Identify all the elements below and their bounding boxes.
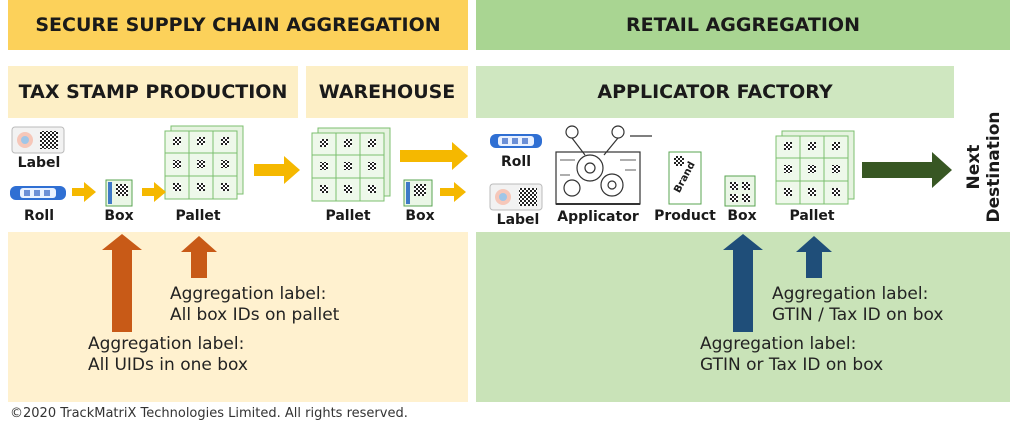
label-item-label: Label	[17, 155, 61, 171]
arrow-right-icon	[142, 182, 166, 202]
box-item-label: Box	[104, 208, 134, 224]
next-destination-arrow-icon	[862, 152, 952, 188]
arrow-right-icon	[400, 142, 468, 170]
roll-item-label: Roll	[24, 208, 54, 224]
retail-aggregation-header: RETAIL AGGREGATION	[476, 0, 1010, 50]
up-arrow-icon	[723, 234, 763, 332]
label-icon	[489, 183, 543, 211]
product-icon	[668, 151, 702, 205]
box-icon	[105, 179, 133, 207]
tax-stamp-production-header: TAX STAMP PRODUCTION	[8, 66, 298, 118]
arrow-right-icon	[254, 156, 300, 184]
pallet-icon	[311, 127, 391, 202]
flow-arrows-yellow	[72, 142, 468, 202]
pallet-icon	[775, 130, 855, 205]
aggregation-note-gtin-or: Aggregation label: GTIN or Tax ID on box	[700, 334, 883, 376]
aggregation-note-pallet: Aggregation label: All box IDs on pallet	[170, 284, 339, 326]
product-item-label: Product	[654, 208, 716, 224]
copyright-notice: ©2020 TrackMatriX Technologies Limited. …	[10, 406, 408, 421]
up-arrow-icon	[796, 236, 832, 278]
roll-item-label: Roll	[501, 154, 531, 170]
note-title: Aggregation label:	[88, 334, 245, 354]
roll-icon	[10, 186, 66, 200]
warehouse-header: WAREHOUSE	[306, 66, 468, 118]
applicator-machine-icon	[555, 125, 652, 205]
secure-aggregation-panel	[8, 232, 468, 402]
note-title: Aggregation label:	[772, 284, 929, 304]
arrow-right-icon	[440, 182, 466, 202]
box-icon	[403, 179, 433, 207]
box-item-label: Box	[405, 208, 435, 224]
applicator-factory-header: APPLICATOR FACTORY	[476, 66, 954, 118]
label-icon	[11, 126, 65, 154]
note-detail: All UIDs in one box	[88, 355, 248, 375]
note-detail: All box IDs on pallet	[170, 305, 340, 325]
secure-aggregation-header: SECURE SUPPLY CHAIN AGGREGATION	[8, 0, 468, 50]
aggregation-note-box-uids: Aggregation label: All UIDs in one box	[88, 334, 248, 376]
note-title: Aggregation label:	[700, 334, 857, 354]
up-arrow-icon	[102, 234, 142, 332]
roll-icon	[490, 134, 542, 148]
note-detail: GTIN or Tax ID on box	[700, 355, 884, 375]
arrow-right-icon	[72, 182, 96, 202]
note-title: Aggregation label:	[170, 284, 327, 304]
pallet-icon	[164, 125, 244, 200]
label-item-label: Label	[496, 212, 540, 228]
box-icon	[724, 175, 756, 207]
aggregation-note-gtin-slash: Aggregation label: GTIN / Tax ID on box	[772, 284, 944, 326]
pallet-item-label: Pallet	[175, 208, 221, 224]
pallet-item-label: Pallet	[789, 208, 835, 224]
pallet-item-label: Pallet	[325, 208, 371, 224]
up-arrow-icon	[181, 236, 217, 278]
box-item-label: Box	[727, 208, 757, 224]
applicator-item-label: Applicator	[557, 209, 639, 225]
note-detail: GTIN / Tax ID on box	[772, 305, 944, 325]
